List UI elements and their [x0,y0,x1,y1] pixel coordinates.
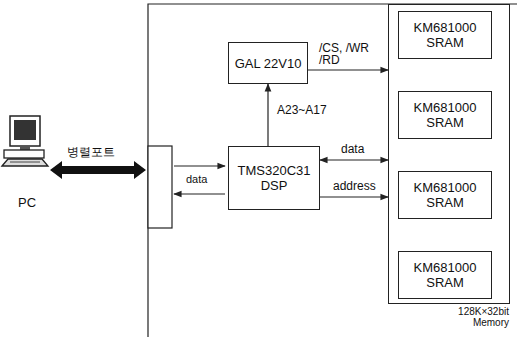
edge-label: A23~A17 [276,104,328,117]
dsp-box: TMS320C31 DSP [228,146,320,210]
box-label: TMS320C31 DSP [234,163,314,193]
edge-label: address [332,180,377,193]
sram-box: KM681000 SRAM [398,91,492,139]
connector [320,196,388,197]
connector [267,84,268,146]
parallel-port-arrow [50,161,146,179]
box-label: KM681000 SRAM [408,20,482,50]
data-out-arrow [174,193,225,194]
edge-label: /CS, /WR /RD [318,42,376,66]
sram-box: KM681000 SRAM [398,171,492,219]
data-in-arrow [174,165,225,166]
signal-label: data [185,173,208,186]
sram-box: KM681000 SRAM [398,11,492,59]
port-connector [148,146,172,228]
device-label: PC [17,196,37,209]
box-label: KM681000 SRAM [408,260,482,290]
box-label: GAL 22V10 [235,56,302,71]
port-label: 병렬포트 [66,146,116,159]
board-outline [148,4,517,337]
sram-box: KM681000 SRAM [398,251,492,299]
pc-icon [2,116,48,166]
box-label: KM681000 SRAM [408,100,482,130]
logic-box: GAL 22V10 [228,42,308,84]
group-heading: 128K×32bit Memory [447,306,509,328]
connector [320,159,388,160]
edge-label: data [340,143,365,156]
connector [308,69,388,70]
box-label: KM681000 SRAM [408,180,482,210]
memory-group: 128K×32bit MemoryKM681000 SRAMKM681000 S… [388,4,510,304]
